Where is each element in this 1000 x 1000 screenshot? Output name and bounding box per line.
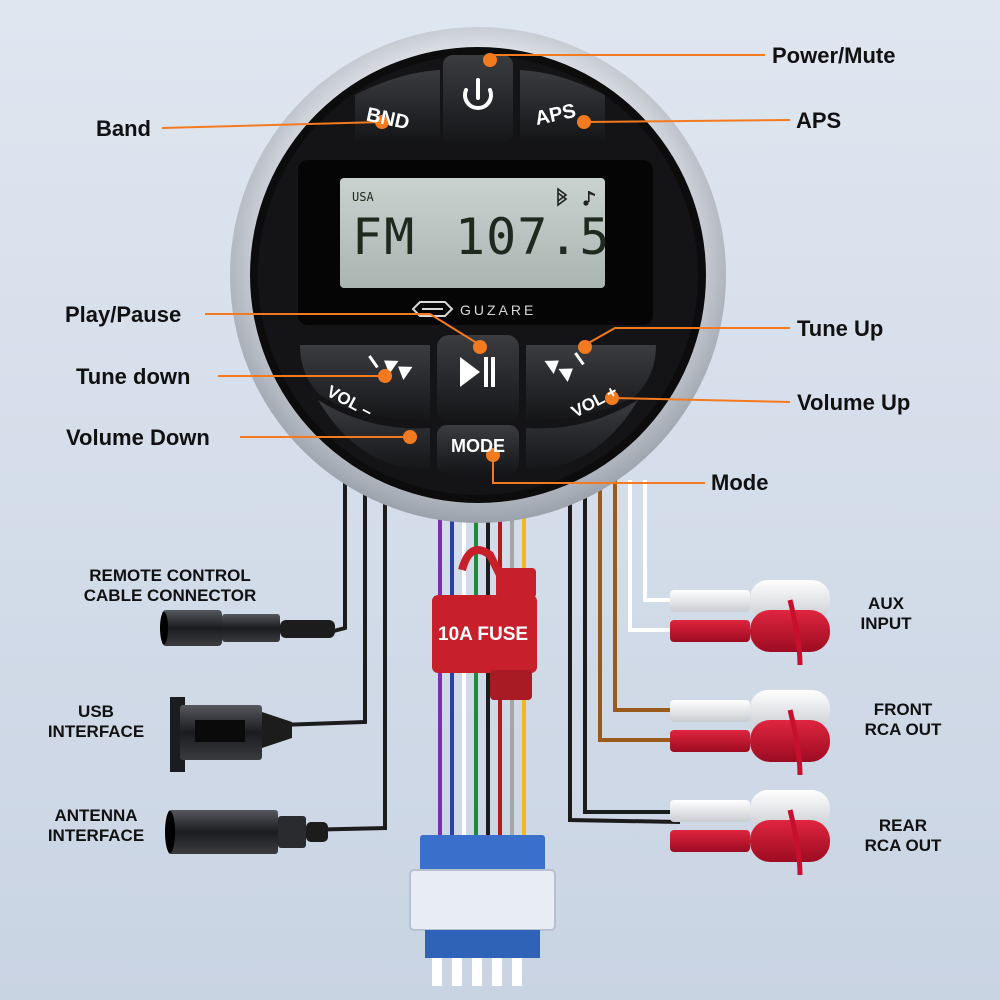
brand-logo-icon xyxy=(411,301,454,317)
remote-connector xyxy=(160,610,335,646)
skip-back-icon xyxy=(368,355,413,380)
skip-forward-icon xyxy=(544,352,585,382)
harness-connector xyxy=(409,835,556,986)
mode-button-label: MODE xyxy=(451,436,505,456)
tune-down-button[interactable] xyxy=(300,345,430,420)
tune-up-button[interactable] xyxy=(526,345,656,420)
rca-rear xyxy=(670,790,830,876)
label-fuse: 10A FUSE xyxy=(438,624,529,645)
callout-volume-up: Volume Up xyxy=(797,390,911,415)
mode-button[interactable] xyxy=(437,425,519,473)
vol-up-button[interactable] xyxy=(526,400,638,470)
callout-band: Band xyxy=(96,116,151,141)
lcd-frequency: 107.5 xyxy=(455,208,611,266)
callout-aps: APS xyxy=(796,108,842,133)
callout-dots xyxy=(375,53,619,462)
antenna-connector xyxy=(165,810,328,854)
usb-connector xyxy=(170,697,292,772)
callout-tune-up: Tune Up xyxy=(797,316,884,341)
lcd-display xyxy=(340,178,605,288)
callout-mode: Mode xyxy=(711,470,769,495)
music-note-icon xyxy=(583,191,595,206)
callout-tune-down: Tune down xyxy=(76,364,191,389)
brand-name: GUZARE xyxy=(460,302,537,318)
play-pause-icon xyxy=(460,357,495,387)
head-unit xyxy=(230,27,726,523)
play-pause-button[interactable] xyxy=(437,335,519,421)
bluetooth-icon xyxy=(557,187,568,207)
fuse-holder xyxy=(432,546,537,700)
rca-aux xyxy=(670,580,830,666)
power-icon xyxy=(463,78,493,110)
callout-play-pause: Play/Pause xyxy=(65,302,182,327)
vol-down-button[interactable] xyxy=(318,400,430,470)
callout-volume-down: Volume Down xyxy=(66,425,210,450)
rca-front xyxy=(670,690,830,776)
lcd-region: USA xyxy=(352,190,374,204)
lcd-band: FM xyxy=(352,208,417,266)
callout-power-mute: Power/Mute xyxy=(772,43,896,68)
